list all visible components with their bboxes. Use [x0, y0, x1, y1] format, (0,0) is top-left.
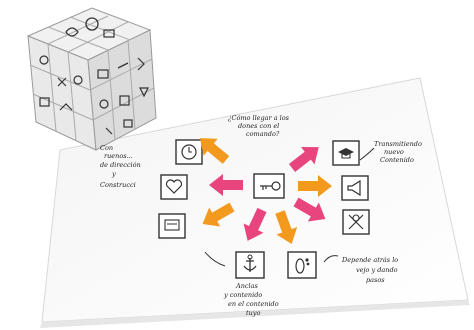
arrow-orange-down-left [202, 202, 235, 227]
footprint-icon-box [287, 251, 317, 279]
key-icon-box [253, 173, 285, 199]
icon-cube [26, 7, 157, 151]
arrow-pink-down [243, 207, 267, 241]
clock-icon-box [175, 139, 203, 165]
connector-squiggle [323, 255, 339, 263]
arrow-orange-down [275, 210, 298, 244]
arrow-orange-up-left [199, 138, 230, 164]
note-left: Con ruenos... de dirección y Construcci [100, 144, 143, 189]
screen-icon-box [158, 213, 186, 239]
heart-icon-box [160, 174, 188, 200]
connector-squiggle [359, 147, 375, 161]
connector-squiggle [204, 251, 226, 267]
note-right: Transmitiendo nuevo Contenido [374, 140, 424, 164]
anchor-icon-box [235, 251, 265, 279]
arrow-pink-down-right [293, 197, 326, 222]
note-bottom-right: Depende atrás lo vejo y dando pasos [341, 256, 400, 284]
arrow-pink-left [209, 174, 243, 196]
arrow-orange-right [298, 175, 332, 197]
paper-edge-shadow [40, 300, 470, 328]
note-bottom-center: Anclas y contenido en el contenido tuyo [223, 282, 281, 317]
arrow-pink-up-right [288, 147, 319, 172]
crossed-person-icon-box [342, 209, 370, 235]
graduation-cap-icon-box [332, 140, 360, 166]
megaphone-icon-box [341, 175, 369, 201]
note-top: ¿Cómo llegar a los dones con el comando? [228, 114, 291, 138]
